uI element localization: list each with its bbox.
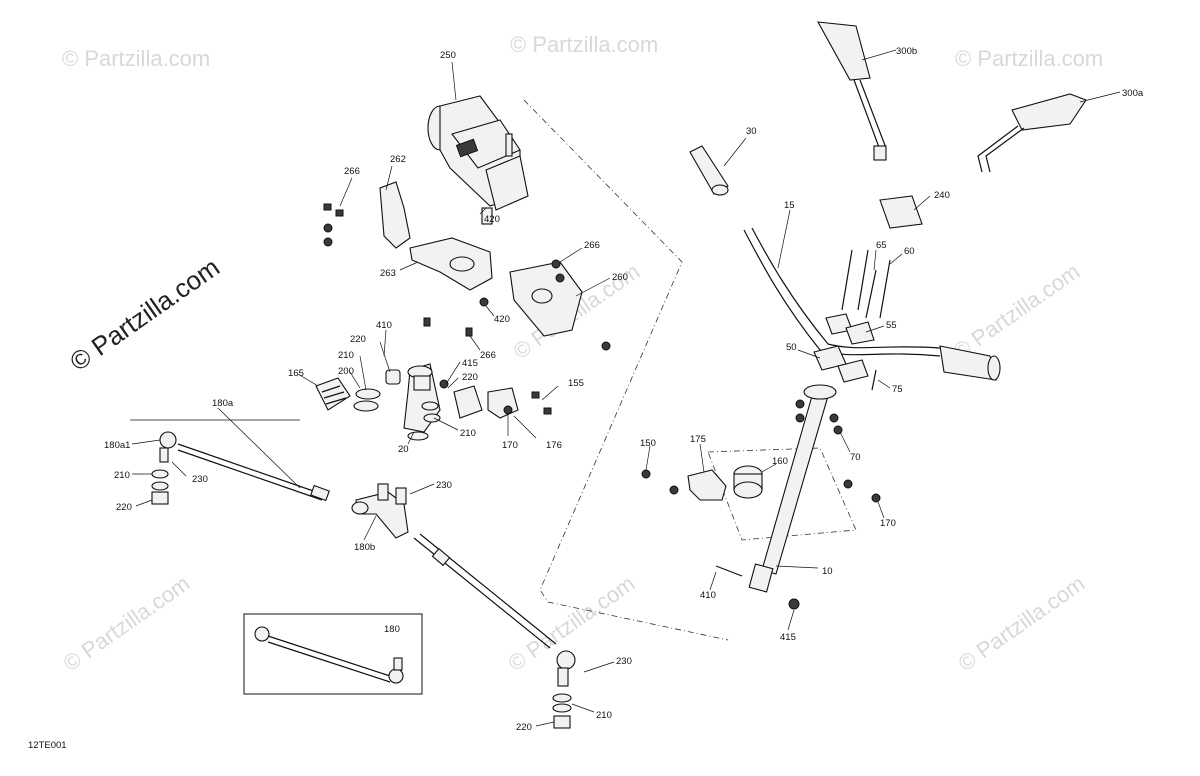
label-160: 160 [772, 456, 788, 467]
label-230: 230 [192, 474, 208, 485]
watermark: © Partzilla.com [59, 571, 195, 677]
label-75: 75 [892, 384, 903, 395]
label-250: 250 [440, 50, 456, 61]
handlebar-15 [743, 227, 1001, 381]
label-50: 50 [786, 342, 797, 353]
diagram-code: 12TE001 [28, 740, 67, 751]
label-410: 410 [700, 590, 716, 601]
label-55: 55 [886, 320, 897, 331]
watermark: © Partzilla.com [62, 46, 210, 71]
bushing-220 [385, 369, 401, 385]
bracket-262 [379, 181, 411, 249]
label-165: 165 [288, 368, 304, 379]
label-60: 60 [904, 246, 915, 257]
switch-240 [879, 195, 923, 229]
label-200: 200 [338, 366, 354, 377]
watermark-main: © Partzilla.com [64, 252, 225, 377]
washer-210 [151, 469, 169, 479]
steering-arm-180b [351, 483, 409, 539]
label-150: 150 [640, 438, 656, 449]
bolts-266 [323, 203, 611, 351]
sub-assembly-boundary [707, 447, 857, 541]
watermark: © Partzilla.com [955, 46, 1103, 71]
label-210: 210 [596, 710, 612, 721]
label-210: 210 [338, 350, 354, 361]
label-220: 220 [462, 372, 478, 383]
label-70: 70 [850, 452, 861, 463]
label-15: 15 [784, 200, 795, 211]
label-210: 210 [114, 470, 130, 481]
label-10: 10 [822, 566, 833, 577]
label-300a: 300a [1122, 88, 1144, 99]
bracket-175 [687, 469, 727, 501]
label-155: 155 [568, 378, 584, 389]
label-170: 170 [502, 440, 518, 451]
bracket-176 [487, 387, 519, 419]
mirror-300b [817, 21, 887, 161]
bearing-160 [733, 465, 763, 499]
label-415: 415 [462, 358, 478, 369]
nut-220 [151, 491, 169, 505]
grip-30 [689, 145, 729, 196]
label-65: 65 [876, 240, 887, 251]
label-230: 230 [436, 480, 452, 491]
label-180: 180 [384, 624, 400, 635]
watermark: © Partzilla.com [954, 571, 1090, 677]
bushing-165 [315, 377, 351, 411]
label-415: 415 [780, 632, 796, 643]
label-220: 220 [116, 502, 132, 513]
steering-motor-250 [427, 95, 529, 225]
label-266: 266 [480, 350, 496, 361]
inset-tie-rod-180 [243, 613, 423, 695]
washer-210-right [552, 693, 572, 703]
label-20: 20 [398, 444, 409, 455]
label-220: 220 [516, 722, 532, 733]
label-262: 262 [390, 154, 406, 165]
label-210: 210 [460, 428, 476, 439]
label-266: 266 [584, 240, 600, 251]
label-230: 230 [616, 656, 632, 667]
part-labels: 250 262 266 420 266 260 263 420 266 410 … [104, 46, 1144, 733]
bolts-60-65 [841, 249, 891, 391]
label-263: 263 [380, 268, 396, 279]
label-420: 420 [484, 214, 500, 225]
nut-220-right [553, 715, 571, 729]
label-220: 220 [350, 334, 366, 345]
label-30: 30 [746, 126, 757, 137]
label-300b: 300b [896, 46, 917, 57]
steering-column-10 [748, 384, 843, 593]
bearing-block [453, 385, 483, 419]
mirror-300a [977, 93, 1087, 173]
label-170: 170 [880, 518, 896, 529]
label-420: 420 [494, 314, 510, 325]
label-175: 175 [690, 434, 706, 445]
washer-200 [355, 388, 381, 400]
label-266: 266 [344, 166, 360, 177]
label-240: 240 [934, 190, 950, 201]
label-410: 410 [376, 320, 392, 331]
watermark: © Partzilla.com [510, 32, 658, 57]
tie-rod-right [413, 533, 576, 687]
label-176: 176 [546, 440, 562, 451]
label-180b: 180b [354, 542, 375, 553]
watermark: © Partzilla.com [949, 259, 1085, 365]
tie-rod-180a [159, 431, 330, 502]
leader-lines [130, 49, 1121, 727]
assembly-boundary [523, 99, 729, 641]
label-260: 260 [612, 272, 628, 283]
label-180a1: 180a1 [104, 440, 130, 451]
label-180a: 180a [212, 398, 234, 409]
